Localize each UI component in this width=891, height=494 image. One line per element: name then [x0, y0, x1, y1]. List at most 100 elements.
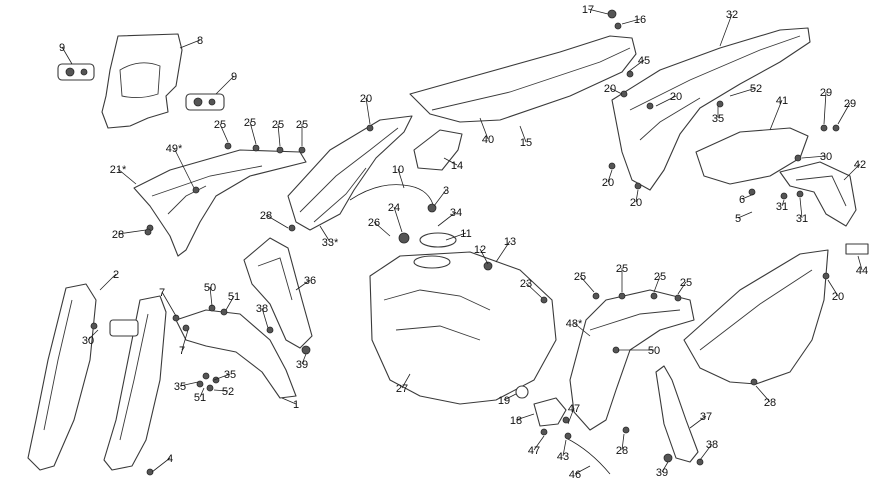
callout-leader-line — [533, 435, 545, 451]
callout-leader-line — [653, 275, 661, 293]
callout-number: 28 — [764, 397, 776, 409]
callout-leader-line — [495, 240, 511, 263]
callout-number: 21* — [110, 164, 127, 176]
callout-number: 35 — [174, 381, 186, 393]
callout-number: 47 — [528, 445, 540, 457]
fork-clamp-right-part — [185, 93, 225, 111]
callout-number: 25 — [296, 119, 308, 131]
callout-leader-line — [479, 248, 489, 265]
callout-leader-line — [87, 329, 99, 341]
callout-leader-line — [781, 199, 785, 207]
callout-number: 20 — [360, 93, 372, 105]
callout-leader-line — [213, 373, 231, 381]
callout-layer: 1234567789910111213141516171819202020202… — [59, 4, 868, 481]
callout-number: 40 — [482, 134, 494, 146]
callout-number: 14 — [451, 160, 463, 172]
fork-bracket-part — [109, 319, 139, 337]
callout-number: 28 — [112, 229, 124, 241]
vent-hose-part — [349, 184, 435, 209]
callout-leader-line — [587, 8, 609, 15]
callout-number: 35 — [712, 113, 724, 125]
callout-number: 2 — [113, 269, 119, 281]
callout-leader-line — [607, 169, 613, 183]
callout-number: 18 — [510, 415, 522, 427]
callout-number: 37 — [700, 411, 712, 423]
callout-leader-line — [635, 189, 639, 203]
callout-leader-line — [609, 87, 623, 95]
callout-leader-line — [661, 461, 669, 473]
callout-leader-line — [397, 168, 405, 189]
callout-leader-line — [249, 121, 257, 145]
seat-part — [409, 35, 637, 123]
callout-leader-line — [479, 117, 489, 140]
callout-number: 7 — [159, 287, 165, 299]
callout-number: 39 — [656, 467, 668, 479]
callout-number: 8 — [197, 35, 203, 47]
callout-number: 7 — [179, 345, 185, 357]
callout-leader-line — [281, 397, 297, 405]
fuel-tap-part — [533, 397, 567, 427]
mudflap-bracket-part — [779, 161, 857, 227]
callout-leader-line — [319, 225, 331, 243]
side-panel-left-part — [287, 115, 413, 231]
callout-leader-line — [277, 123, 281, 147]
callout-number: 52 — [750, 83, 762, 95]
callout-leader-line — [213, 389, 229, 392]
callout-leader-line — [689, 415, 707, 429]
callout-number: 25 — [616, 263, 628, 275]
callout-leader-line — [261, 307, 269, 329]
callout-number: 25 — [214, 119, 226, 131]
callout-leader-line — [737, 211, 753, 219]
callout-leader-line — [117, 229, 147, 235]
callout-leader-line — [567, 407, 575, 425]
callout-number: 33* — [322, 237, 339, 249]
callout-leader-line — [755, 385, 771, 403]
callout-leader-line — [573, 322, 591, 337]
callout-number: 20 — [602, 177, 614, 189]
callout-number: 29 — [844, 98, 856, 110]
callout-number: 28 — [616, 445, 628, 457]
callout-number: 28 — [260, 210, 272, 222]
callout-number: 25 — [574, 271, 586, 283]
callout-leader-line — [799, 197, 803, 219]
radiator-shroud-right-part — [569, 289, 695, 431]
callout-leader-line — [621, 18, 641, 25]
callout-leader-line — [729, 87, 757, 97]
callout-number: 25 — [680, 277, 692, 289]
callout-leader-line — [209, 286, 213, 307]
callout-number: 49* — [166, 143, 183, 155]
callout-leader-line — [801, 155, 827, 159]
callout-leader-line — [179, 381, 199, 387]
callout-number: 45 — [638, 55, 650, 67]
callout-number: 26 — [368, 217, 380, 229]
callout-leader-line — [525, 282, 543, 299]
callout-leader-line — [151, 457, 171, 473]
callout-leader-line — [265, 214, 289, 229]
callout-leader-line — [741, 193, 755, 200]
callout-number: 1 — [293, 399, 299, 411]
callout-leader-line — [843, 163, 861, 181]
callout-number: 51 — [228, 291, 240, 303]
callout-leader-line — [655, 95, 677, 107]
callout-number: 50 — [204, 282, 216, 294]
callout-number: 31 — [796, 213, 808, 225]
callout-number: 30 — [82, 335, 94, 347]
callout-leader-line — [445, 232, 467, 241]
callout-number: 41 — [776, 95, 788, 107]
fork-clamp-left-part — [57, 63, 95, 81]
callout-leader-line — [173, 147, 195, 189]
callout-leader-line — [562, 439, 567, 457]
frame-guard-left-part — [243, 237, 313, 349]
callout-number: 47 — [568, 403, 580, 415]
callout-leader-line — [401, 373, 411, 389]
callout-leader-line — [699, 443, 713, 461]
callout-number: 50 — [648, 345, 660, 357]
callout-leader-line — [837, 102, 851, 125]
callout-number: 32 — [726, 9, 738, 21]
frame-guard-right-part — [655, 365, 699, 463]
callout-leader-line — [443, 157, 458, 166]
callout-leader-line — [117, 168, 137, 185]
radiator-shroud-left-part — [133, 149, 307, 257]
callout-leader-line — [161, 291, 177, 317]
